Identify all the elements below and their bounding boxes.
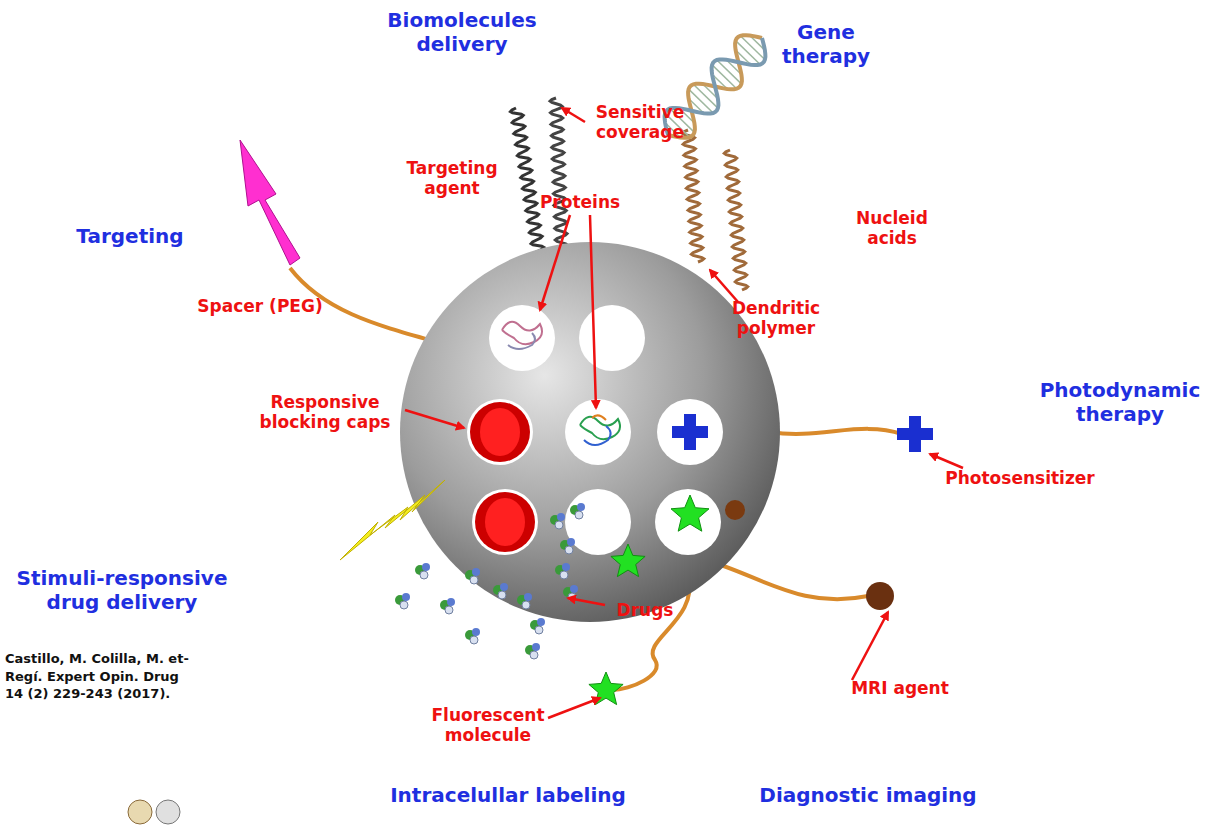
part-label: Fluorescent molecule xyxy=(428,705,548,746)
drug-atom xyxy=(400,601,408,609)
drug-atom xyxy=(524,593,532,601)
polymer-coil xyxy=(550,98,568,260)
drug-atom xyxy=(555,521,563,529)
targeting-arrow xyxy=(240,140,300,265)
drug-atom xyxy=(422,563,430,571)
drug-atom xyxy=(535,626,543,634)
drug-atom xyxy=(575,511,583,519)
part-label: Targeting agent xyxy=(397,158,507,199)
spacer-line xyxy=(705,560,868,599)
polymer-coil xyxy=(511,108,546,262)
photosensitizer xyxy=(897,416,933,452)
spacer-line xyxy=(770,429,902,434)
drug-atom xyxy=(577,503,585,511)
drug-atom xyxy=(498,591,506,599)
part-label: MRI agent xyxy=(845,678,955,698)
category-heading: Intracelullar labeling xyxy=(378,783,638,807)
drug-atom xyxy=(565,546,573,554)
stimulus-bolt xyxy=(340,480,445,560)
nanoparticle xyxy=(400,242,780,622)
drug-atom xyxy=(470,576,478,584)
drug-atom xyxy=(532,643,540,651)
part-label: Dendritic polymer xyxy=(716,298,836,339)
category-heading: Stimuli-responsive drug delivery xyxy=(4,566,240,614)
drug-atom xyxy=(557,513,565,521)
category-heading: Gene therapy xyxy=(766,20,886,68)
drug-molecules xyxy=(395,503,585,659)
drug-atom xyxy=(472,568,480,576)
part-label: Drugs xyxy=(605,600,685,620)
part-label: Responsive blocking caps xyxy=(250,392,400,433)
blocking-cap xyxy=(470,402,535,552)
part-label: Proteins xyxy=(530,192,630,212)
part-label: Nucleid acids xyxy=(842,208,942,249)
category-heading: Diagnostic imaging xyxy=(758,783,978,807)
drug-atom xyxy=(402,593,410,601)
drug-atom xyxy=(522,601,530,609)
polymer-coil xyxy=(724,150,747,290)
leader-arrow xyxy=(405,108,963,718)
fluorescent-star xyxy=(671,495,709,531)
drug-atom xyxy=(567,538,575,546)
category-heading: Biomolecules delivery xyxy=(372,8,552,56)
drug-atom xyxy=(445,606,453,614)
mri-agent xyxy=(866,582,894,610)
part-label: Sensitive coverage xyxy=(585,102,695,143)
drug-atom xyxy=(472,628,480,636)
drug-atom xyxy=(560,571,568,579)
drug-atom xyxy=(562,563,570,571)
category-heading: Photodynamic therapy xyxy=(1035,378,1205,426)
mri-agent xyxy=(725,500,745,520)
fluorescent-star xyxy=(611,544,645,577)
category-heading: Targeting xyxy=(60,224,200,248)
photosensitizer xyxy=(672,414,708,450)
logo xyxy=(128,800,180,824)
drug-atom xyxy=(500,583,508,591)
drug-atom xyxy=(420,571,428,579)
part-label: Spacer (PEG) xyxy=(185,296,335,316)
part-label: Photosensitizer xyxy=(940,468,1100,488)
drug-atom xyxy=(447,598,455,606)
fluorescent-star xyxy=(589,495,709,705)
drug-atom xyxy=(537,618,545,626)
drug-atom xyxy=(470,636,478,644)
polymer-coil xyxy=(682,130,704,262)
drug-atom xyxy=(570,585,578,593)
citation: Castillo, M. Colilla, M. et-Regí. Expert… xyxy=(5,650,191,703)
drug-atom xyxy=(530,651,538,659)
